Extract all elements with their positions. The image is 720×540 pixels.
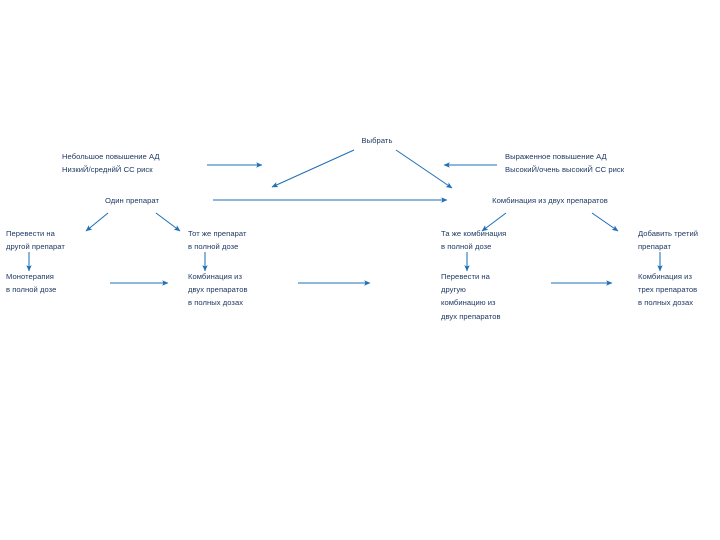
- one-drug-label: Один препарат: [104, 196, 160, 205]
- arrow-choose-to-mono: [271, 149, 355, 188]
- node-switch-combo: Перевести на другую комбинацию из двух п…: [441, 270, 501, 323]
- node-one-drug: Один препарат: [88, 194, 176, 207]
- two-drug-full-line3: в полных дозах: [188, 298, 244, 308]
- three-drug-line1: Комбинация из: [638, 272, 692, 281]
- three-drug-line2: трех препаратов: [638, 285, 698, 295]
- add-third-line1: Добавить третий: [638, 229, 699, 238]
- switch-drug-line1: Перевести на: [6, 229, 55, 238]
- node-switch-drug: Перевести на другой препарат: [6, 227, 65, 253]
- switch-combo-line2: другую: [441, 285, 466, 295]
- arrow-choose-to-combo: [395, 149, 453, 189]
- monotherapy-line2: в полной дозе: [6, 285, 57, 295]
- monotherapy-line1: Монотерапия: [6, 272, 54, 281]
- two-drug-full-line2: двух препаратов: [188, 285, 248, 295]
- node-choose-label: Выбрать: [361, 136, 393, 145]
- right-condition-line2: ВысокиЙ/очень высокиЙ СС риск: [505, 165, 625, 175]
- switch-combo-line1: Перевести на: [441, 272, 490, 281]
- arrow-one-drug-to-switch: [85, 212, 109, 232]
- arrow-combo-to-add-third: [591, 212, 619, 232]
- switch-combo-line4: двух препаратов: [441, 311, 501, 321]
- node-same-combo-full-dose: Та же комбинация в полной дозе: [441, 227, 506, 253]
- node-three-drug-full-dose: Комбинация из трех препаратов в полных д…: [638, 270, 697, 310]
- add-third-line2: препарат: [638, 242, 672, 252]
- same-combo-line1: Та же комбинация: [441, 229, 507, 238]
- switch-drug-line2: другой препарат: [6, 242, 65, 252]
- same-combo-line2: в полной дозе: [441, 242, 492, 252]
- switch-combo-line3: комбинацию из: [441, 298, 496, 308]
- arrow-one-drug-to-fulldose: [155, 212, 181, 232]
- node-same-drug-full-dose: Тот же препарат в полной дозе: [188, 227, 247, 253]
- three-drug-line3: в полных дозах: [638, 298, 694, 308]
- two-drug-combo-label: Комбинация из двух препаратов: [492, 196, 608, 205]
- same-drug-line2: в полной дозе: [188, 242, 239, 252]
- two-drug-full-line1: Комбинация из: [188, 272, 242, 281]
- node-choose: Выбрать: [347, 134, 407, 147]
- node-two-drug-combo: Комбинация из двух препаратов: [450, 194, 650, 207]
- node-two-drug-full-dose: Комбинация из двух препаратов в полных д…: [188, 270, 248, 310]
- node-right-condition: Выраженное повышение АД ВысокиЙ/очень вы…: [505, 150, 624, 176]
- right-condition-line1: Выраженное повышение АД: [505, 152, 607, 161]
- node-left-condition: Небольшое повышение АД НизкиЙ/среднйЙ СС…: [62, 150, 160, 176]
- node-add-third-drug: Добавить третий препарат: [638, 227, 698, 253]
- same-drug-line1: Тот же препарат: [188, 229, 247, 238]
- left-condition-line1: Небольшое повышение АД: [62, 152, 160, 161]
- node-monotherapy-full-dose: Монотерапия в полной дозе: [6, 270, 56, 296]
- left-condition-line2: НизкиЙ/среднйЙ СС риск: [62, 165, 153, 175]
